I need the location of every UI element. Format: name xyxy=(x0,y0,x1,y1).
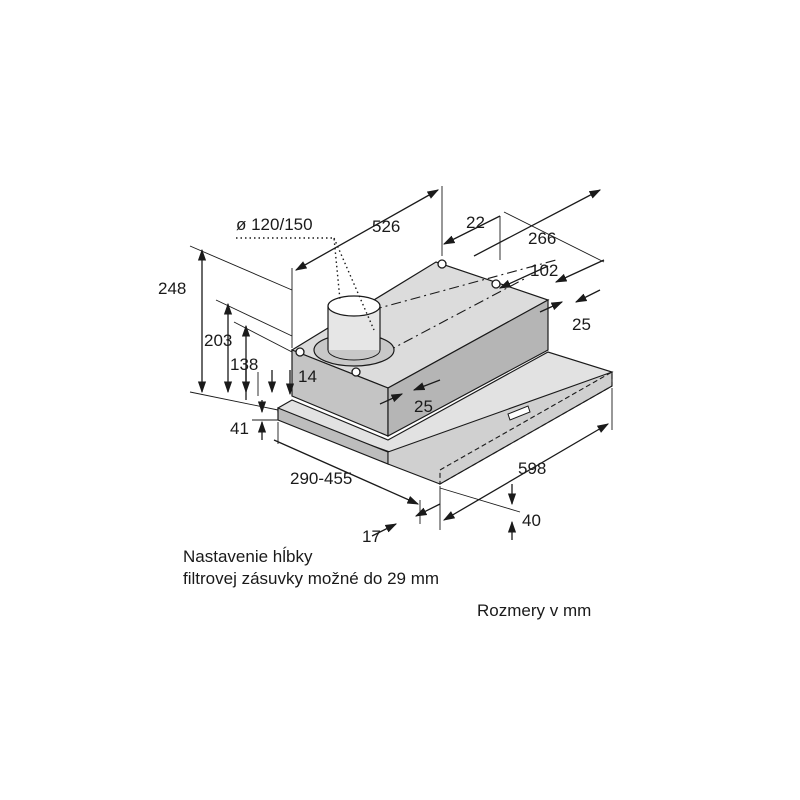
dim-290-455: 290-455 xyxy=(290,469,352,488)
dim-266: 266 xyxy=(528,229,556,248)
dim-22: 22 xyxy=(466,213,485,232)
pull-out-visor xyxy=(439,371,613,485)
dim-138: 138 xyxy=(230,355,258,374)
dim-102: 102 xyxy=(530,261,558,280)
units-note: Rozmery v mm xyxy=(477,601,592,620)
visor-handle xyxy=(507,405,531,421)
screw-2 xyxy=(491,279,501,289)
dim-203: 203 xyxy=(204,331,232,350)
dim-duct-diameter: ø 120/150 xyxy=(236,215,313,234)
dim-598: 598 xyxy=(518,459,546,478)
duct-collar xyxy=(313,295,395,367)
screw-1 xyxy=(437,259,447,269)
dim-25-right: 25 xyxy=(572,315,591,334)
screw-4 xyxy=(351,367,361,377)
dimension-lines xyxy=(189,186,613,540)
dim-17: 17 xyxy=(362,527,381,546)
dim-41: 41 xyxy=(230,419,249,438)
dimension-labels: ø 120/150 526 22 266 102 25 248 203 138 … xyxy=(158,213,591,546)
dim-40: 40 xyxy=(522,511,541,530)
dim-14: 14 xyxy=(298,367,317,386)
housing-right-face xyxy=(387,298,549,438)
dim-526: 526 xyxy=(372,217,400,236)
dim-25-front: 25 xyxy=(414,397,433,416)
dim-248: 248 xyxy=(158,279,186,298)
screw-3 xyxy=(295,347,305,357)
note-line-2: filtrovej zásuvky možné do 29 mm xyxy=(183,569,440,588)
note-line-1: Nastavenie hĺbky xyxy=(183,547,313,566)
